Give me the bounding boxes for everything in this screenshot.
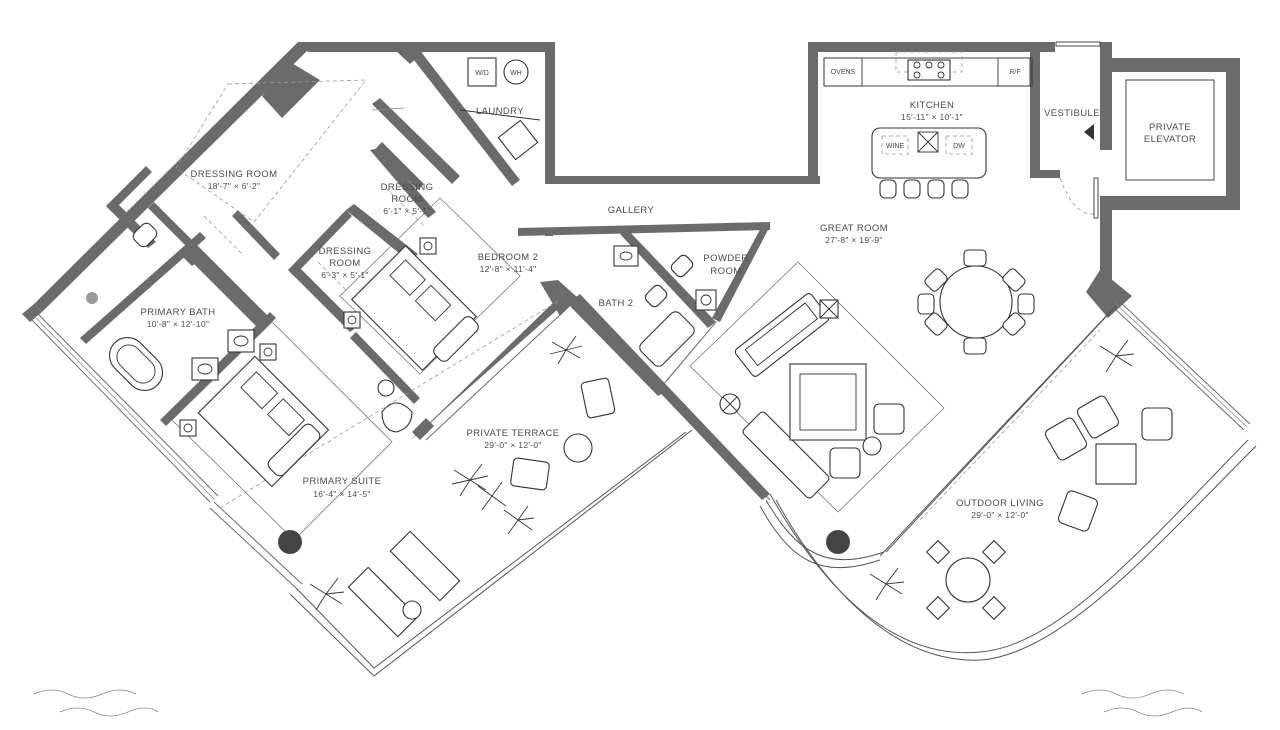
vestibule-label: VESTIBULE bbox=[1044, 108, 1100, 119]
elevator-car bbox=[1055, 41, 1215, 219]
dining-set bbox=[917, 249, 1035, 355]
dishwasher-label: DW bbox=[953, 143, 965, 150]
dressing-details bbox=[203, 107, 425, 291]
primary-bath-label: PRIMARY BATH bbox=[140, 307, 215, 318]
ovens-label: OVENS bbox=[831, 69, 856, 76]
washer-dryer-label: W/D bbox=[475, 70, 489, 77]
bedroom-2-dim: 12'-8" × 11'-4" bbox=[480, 264, 537, 274]
primary-bath-fixtures bbox=[86, 222, 255, 392]
kitchen-fixtures bbox=[823, 51, 1033, 199]
dressing-2-label-1: DRESSING bbox=[381, 182, 434, 193]
outdoor-living-dim: 29'-0" × 12'-0" bbox=[971, 510, 1029, 520]
powder-room-label-1: POWDER bbox=[703, 253, 748, 264]
window-lines bbox=[29, 291, 1251, 589]
bedroom-2-label: BEDROOM 2 bbox=[478, 252, 539, 263]
refrigerator-label: R/F bbox=[1009, 69, 1020, 76]
dressing-2-dim: 6'-1" × 5'-1" bbox=[383, 206, 430, 216]
primary-bath-dim: 10'-8" × 12'-10" bbox=[147, 319, 210, 329]
outdoor-living-furniture bbox=[826, 339, 1173, 621]
kitchen-dim: 15'-11" × 10'-1" bbox=[901, 112, 963, 122]
primary-suite-label: PRIMARY SUITE bbox=[303, 476, 382, 487]
elevator-label-2: ELEVATOR bbox=[1144, 134, 1196, 145]
primary-suite-dim: 16'-4" × 14'-5" bbox=[313, 489, 371, 499]
primary-suite-furniture bbox=[179, 343, 413, 554]
labels: LAUNDRY KITCHEN 15'-11" × 10'-1" VESTIBU… bbox=[140, 69, 1196, 520]
wine-label: WINE bbox=[886, 143, 905, 150]
laundry-fixtures bbox=[459, 57, 541, 161]
walls bbox=[22, 42, 1240, 500]
gallery-label: GALLERY bbox=[608, 205, 655, 216]
elevator-label-1: PRIVATE bbox=[1149, 122, 1191, 133]
private-terrace-label: PRIVATE TERRACE bbox=[466, 428, 559, 439]
water-heater-label: WH bbox=[510, 70, 522, 77]
powder-room-label-2: ROOM bbox=[710, 266, 741, 277]
terrace-furniture bbox=[309, 335, 616, 638]
living-set bbox=[719, 293, 905, 499]
bedroom2-furniture bbox=[343, 237, 479, 372]
bath2-fixtures bbox=[613, 245, 717, 367]
great-room-label: GREAT ROOM bbox=[820, 223, 888, 234]
dressing-3-label-2: ROOM bbox=[329, 258, 360, 269]
water-marks bbox=[33, 689, 1203, 717]
great-room-dim: 27'-8" × 19'-9" bbox=[825, 235, 883, 245]
dressing-3-dim: 6'-3" × 5'-1" bbox=[321, 270, 368, 280]
dressing-main-dim: 18'-7" × 6'-2" bbox=[208, 181, 260, 191]
kitchen-label: KITCHEN bbox=[910, 100, 955, 111]
dressing-3-label-1: DRESSING bbox=[319, 246, 372, 257]
outdoor-living-label: OUTDOOR LIVING bbox=[956, 498, 1044, 509]
dressing-2-label-2: ROOM bbox=[391, 194, 422, 205]
bath-2-label: BATH 2 bbox=[599, 298, 634, 309]
private-terrace-dim: 29'-0" × 12'-0" bbox=[484, 440, 542, 450]
dressing-main-label: DRESSING ROOM bbox=[190, 169, 277, 180]
laundry-label: LAUNDRY bbox=[476, 106, 524, 117]
